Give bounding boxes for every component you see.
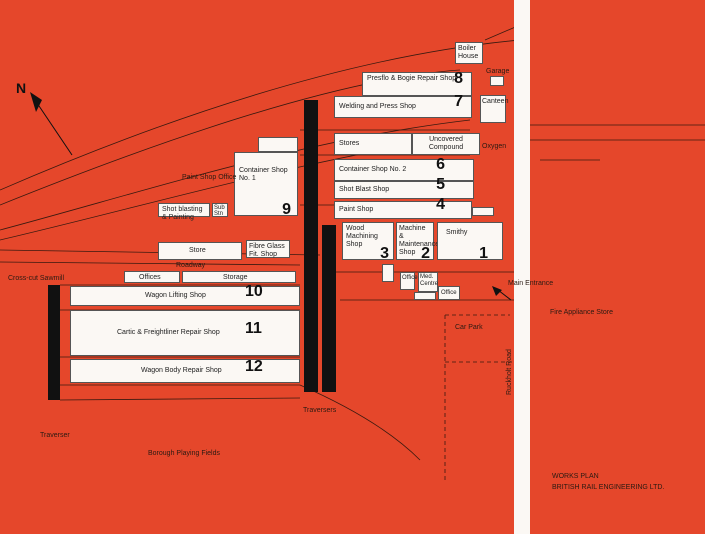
north-arrow-icon bbox=[30, 92, 73, 156]
car-park-label: Car Park bbox=[455, 324, 483, 331]
store: Store bbox=[158, 242, 242, 260]
works-plan-title: WORKS PLAN bbox=[552, 473, 599, 480]
fibre-glass-shop: Fibre Glass Fit. Shop bbox=[246, 240, 290, 258]
shop-1: Smithy 1 bbox=[437, 222, 503, 262]
shop-12: Wagon Body Repair Shop 12 bbox=[70, 359, 300, 383]
ruckholt-road bbox=[514, 0, 530, 534]
shot-blasting: Shot blasting & Painting bbox=[158, 203, 210, 221]
garage-label: Garage bbox=[486, 68, 510, 75]
sub-station: Sub Stn bbox=[212, 203, 228, 217]
shop-11: Cartic & Freightliner Repair Shop 11 bbox=[70, 310, 300, 356]
canteen: Canteen bbox=[480, 95, 508, 123]
offices: Offices bbox=[124, 271, 180, 283]
shop-8: Presflo & Bogie Repair Shop 8 bbox=[362, 71, 472, 96]
cross-cut-label: Cross-cut Sawmill bbox=[8, 275, 65, 282]
playing-fields-label: Borough Playing Fields bbox=[148, 450, 220, 457]
office-b: Office bbox=[438, 286, 460, 300]
north-label: N bbox=[16, 80, 27, 96]
shop-10: Wagon Lifting Shop 10 bbox=[70, 284, 300, 306]
garage bbox=[490, 76, 504, 86]
company-title: BRITISH RAIL ENGINEERING LTD. bbox=[552, 484, 665, 491]
fire-appliance-label: Fire Appliance Store bbox=[550, 309, 614, 316]
traverser-left bbox=[48, 285, 60, 400]
shop-4: Paint Shop 4 bbox=[334, 197, 472, 219]
stores: Stores bbox=[334, 133, 412, 155]
shop-7: Welding and Press Shop 7 bbox=[334, 94, 472, 118]
storage: Storage bbox=[182, 271, 296, 283]
small-annex bbox=[414, 292, 436, 300]
shop-5: Shot Blast Shop 5 bbox=[334, 177, 474, 199]
oxygen-label: Oxygen bbox=[482, 143, 507, 150]
shop-9-annex bbox=[258, 137, 298, 152]
shop-2: Machine & Maintenance Shop 2 bbox=[396, 222, 439, 262]
traversers-label: Traversers bbox=[303, 407, 337, 414]
paint-shop-office-label: Paint Shop Office bbox=[182, 174, 237, 181]
small-building bbox=[382, 264, 394, 282]
shop-4-annex bbox=[472, 207, 494, 216]
traverser-main bbox=[304, 100, 318, 392]
shop-9: Container Shop No. 1 9 bbox=[234, 152, 298, 218]
uncovered-compound: Uncovered Compound bbox=[412, 133, 480, 155]
main-entrance-label: Main Entrance bbox=[508, 280, 554, 287]
office-a: Office bbox=[400, 272, 418, 290]
traverser-label: Traverser bbox=[40, 432, 70, 439]
traverser-secondary bbox=[322, 225, 336, 392]
roadway-label: Roadway bbox=[176, 262, 206, 269]
shop-3: Wood Machining Shop 3 bbox=[342, 222, 394, 262]
med-centre: Med. Centre bbox=[418, 272, 438, 292]
boiler-house: Boiler House bbox=[455, 42, 483, 64]
road-label: Ruckholt Road bbox=[506, 349, 513, 395]
shop-6: Container Shop No. 2 6 bbox=[334, 157, 474, 181]
